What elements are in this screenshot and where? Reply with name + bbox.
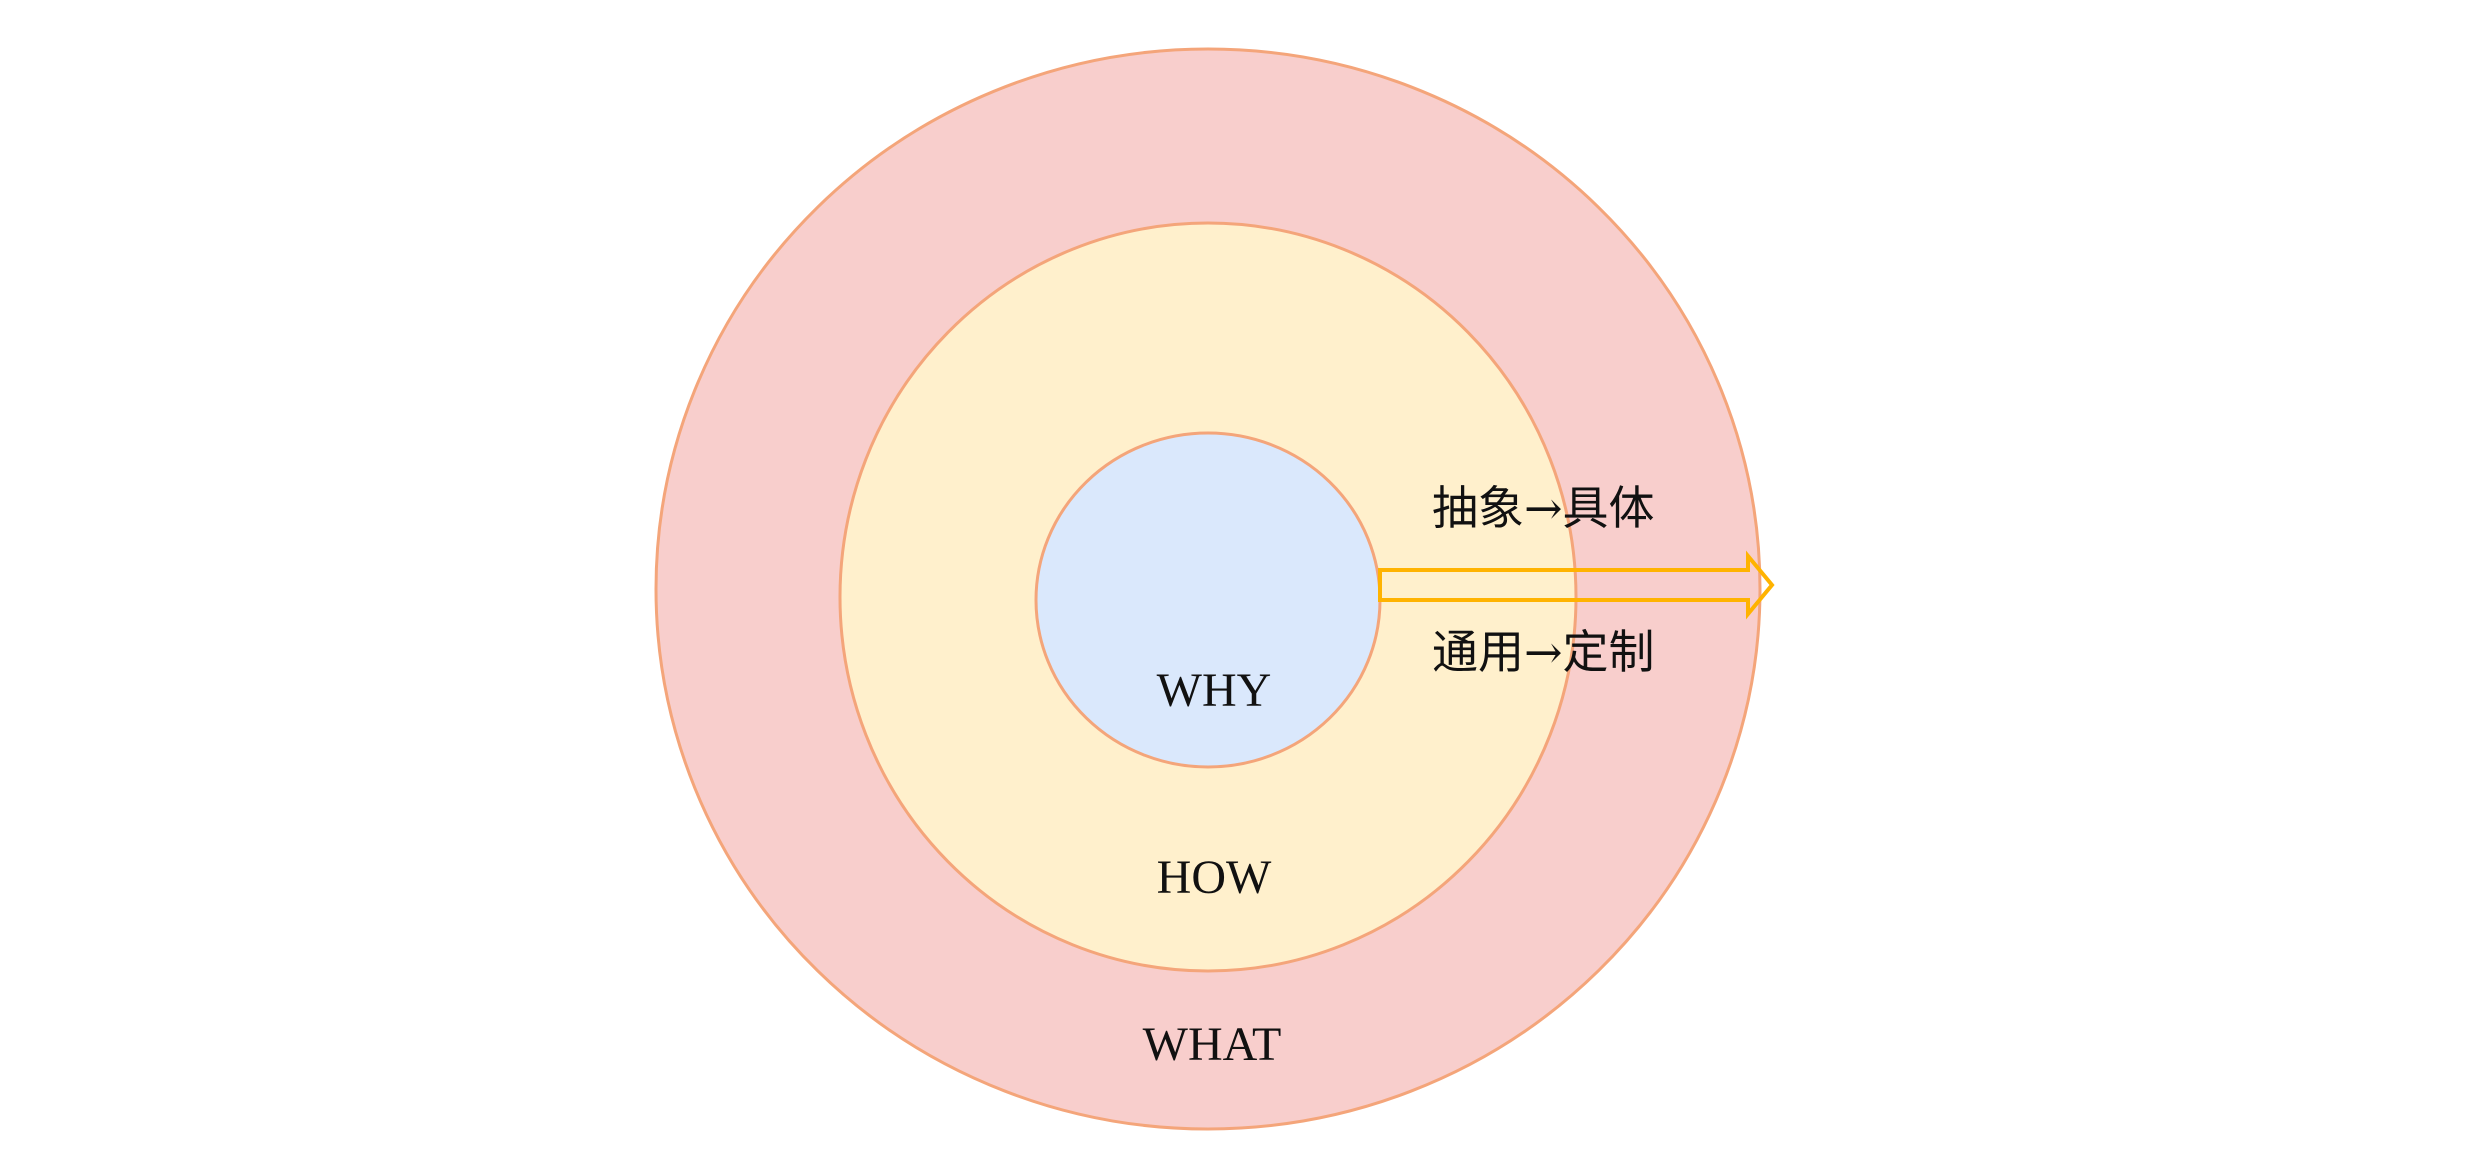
outward-arrow: [1378, 550, 1775, 620]
generic-to-custom-label: 通用→定制: [1432, 625, 1655, 679]
what-label: WHAT: [1143, 1018, 1282, 1071]
how-label: HOW: [1157, 851, 1272, 904]
why-label: WHY: [1157, 664, 1272, 717]
abstract-to-concrete-label: 抽象→具体: [1432, 481, 1655, 535]
